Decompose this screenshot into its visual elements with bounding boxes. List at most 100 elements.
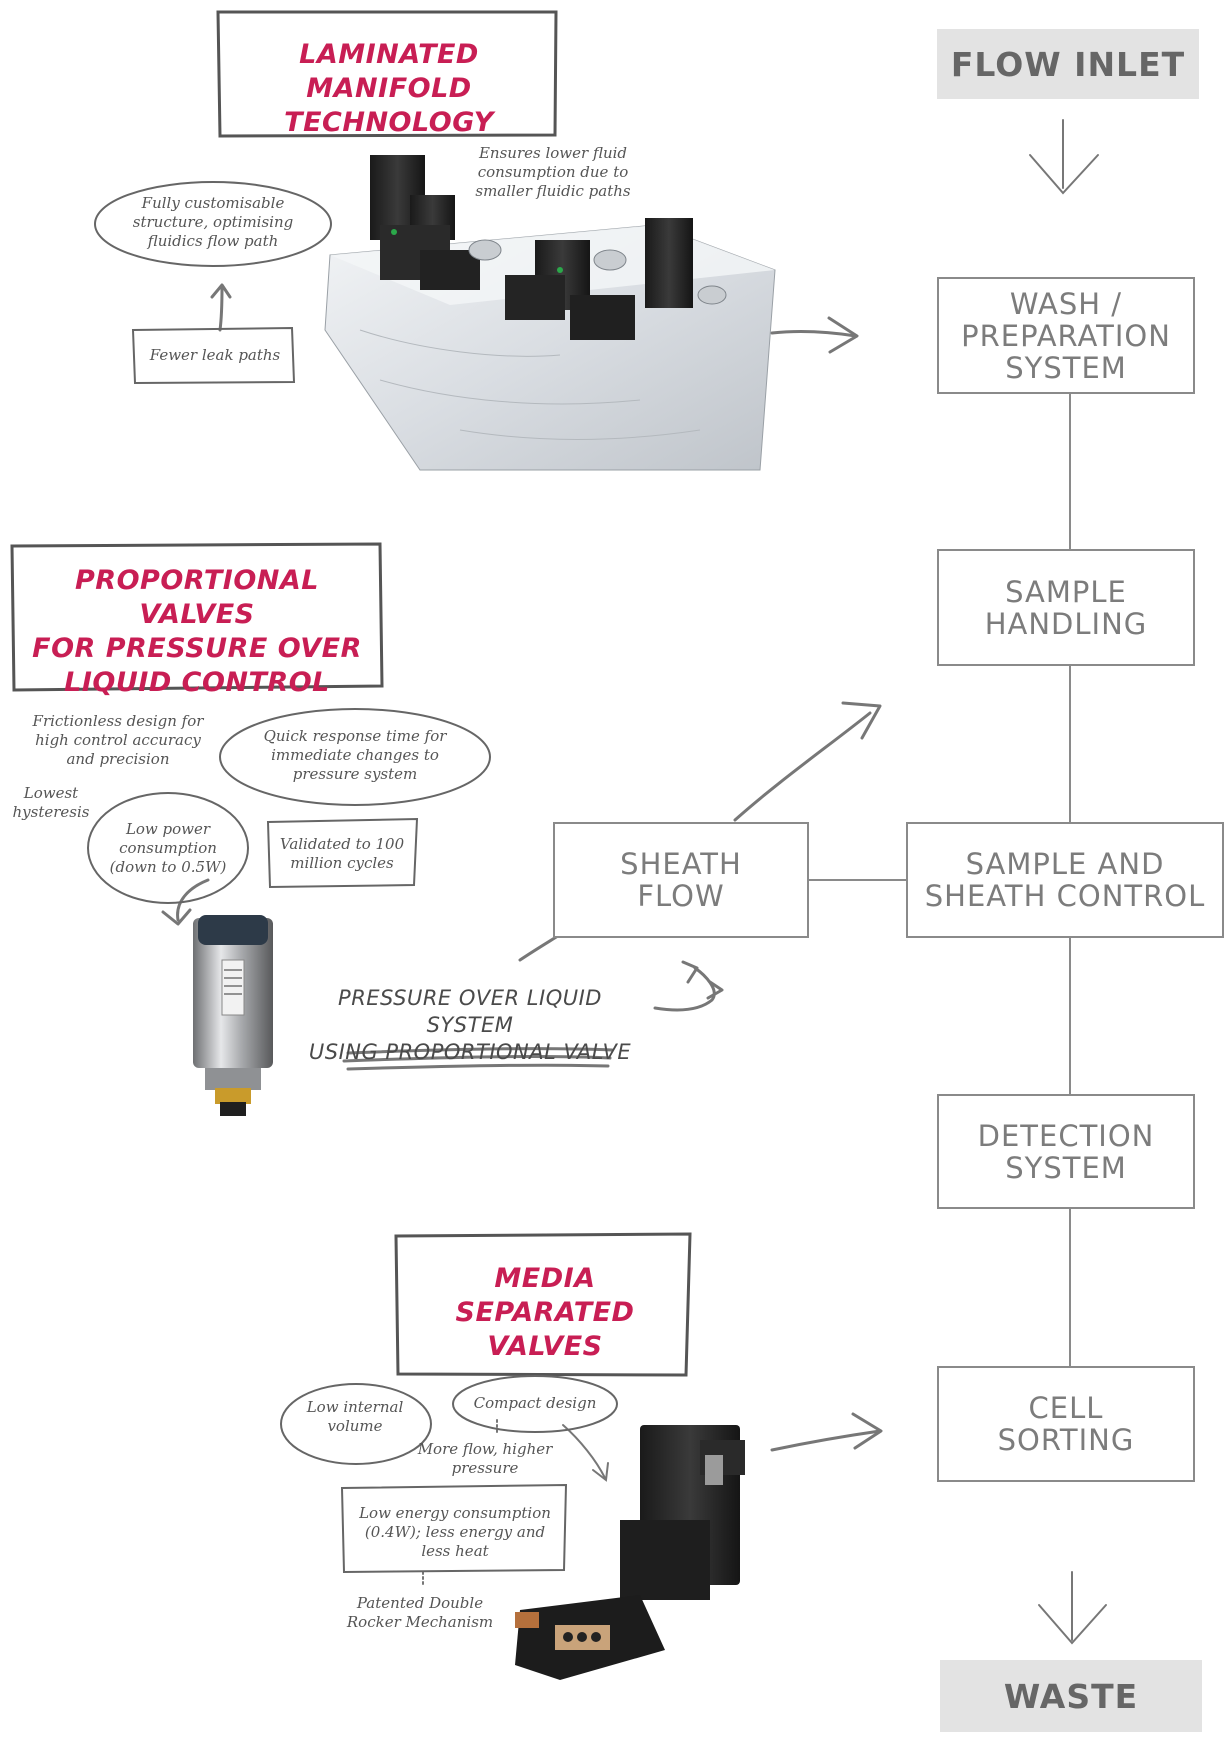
proportional-note-power: Low power consumption (down to 0.5W) — [100, 820, 236, 877]
manifold-note-fluid: Ensures lower fluid consumption due to s… — [463, 144, 643, 201]
note-line: less heat — [421, 1542, 489, 1560]
cell-sorting-line-1: CELL — [1028, 1391, 1104, 1425]
note-line: volume — [327, 1417, 383, 1435]
note-line: fluidics flow path — [147, 232, 279, 250]
note-line: Compact design — [473, 1394, 597, 1412]
media-title-line-1: MEDIA SEPARATED — [455, 1263, 635, 1328]
note-line: pressure system — [292, 765, 418, 783]
media-separated-valve-image — [515, 1425, 745, 1680]
note-line: hysteresis — [12, 803, 90, 821]
waste-terminal: WASTE — [940, 1660, 1202, 1732]
note-rect — [340, 1483, 568, 1574]
note-line: Patented Double — [356, 1594, 484, 1612]
sample-handling-line-2: HANDLING — [984, 606, 1148, 641]
curved-arrow-icon — [161, 878, 210, 926]
note-line: Rocker Mechanism — [346, 1613, 494, 1631]
note-line: Lowest — [23, 784, 79, 802]
note-oval — [94, 181, 332, 267]
note-line: million cycles — [290, 854, 394, 872]
manifold-note-leak: Fewer leak paths — [136, 346, 294, 365]
sketch-arrow-icon — [770, 1412, 883, 1452]
proportional-title-line-3: LIQUID CONTROL — [64, 667, 330, 698]
cell-sorting-line-2: SORTING — [997, 1423, 1135, 1457]
note-rect — [131, 326, 296, 385]
flow-inlet-terminal: FLOW INLET — [937, 29, 1199, 99]
manifold-title-line-2: TECHNOLOGY — [284, 107, 494, 138]
note-line: structure, optimising — [132, 213, 294, 231]
caption-line-2: USING PROPORTIONAL VALVE — [308, 1040, 632, 1064]
proportional-note-hysteresis: Lowest hysteresis — [6, 784, 96, 822]
note-line: (down to 0.5W) — [109, 858, 227, 876]
note-oval — [219, 708, 491, 806]
title-frame — [10, 542, 384, 692]
detection-system-box: DETECTION SYSTEM — [937, 1094, 1195, 1209]
sample-sheath-control-box: SAMPLE AND SHEATH CONTROL — [906, 822, 1224, 938]
note-line: Fewer leak paths — [149, 346, 281, 364]
waste-label: WASTE — [1003, 1676, 1139, 1716]
note-line: Fully customisable — [141, 194, 285, 212]
note-line: More flow, higher — [417, 1440, 553, 1458]
note-line: Low power — [125, 820, 211, 838]
manifold-product-image — [324, 155, 776, 471]
media-note-flow: More flow, higher pressure — [405, 1440, 565, 1478]
manifold-title-line-1: LAMINATED MANIFOLD — [299, 39, 479, 104]
proportional-title: PROPORTIONAL VALVES FOR PRESSURE OVER LI… — [16, 564, 378, 700]
note-line: consumption — [119, 839, 217, 857]
proportional-title-line-2: FOR PRESSURE OVER — [32, 633, 362, 664]
note-rect — [266, 817, 419, 889]
media-note-rocker: Patented Double Rocker Mechanism — [340, 1594, 500, 1632]
note-line: consumption due to — [477, 163, 629, 181]
down-arrow-icon — [1038, 1571, 1107, 1645]
media-note-compact: Compact design — [460, 1394, 610, 1413]
underline-strokes — [342, 1047, 614, 1071]
proportional-note-quick: Quick response time for immediate change… — [245, 727, 465, 784]
note-line: Ensures lower fluid — [478, 144, 628, 162]
proportional-title-line-1: PROPORTIONAL VALVES — [75, 565, 319, 630]
note-line: Validated to 100 — [279, 835, 405, 853]
note-line: high control accuracy — [35, 731, 201, 749]
note-line: smaller fluidic paths — [475, 182, 631, 200]
wash-line-3: SYSTEM — [1005, 350, 1127, 385]
detection-line-2: SYSTEM — [1005, 1150, 1127, 1185]
sheath-flow-line-1: SHEATH — [620, 847, 742, 881]
note-line: Frictionless design for — [32, 712, 204, 730]
pressure-system-caption: PRESSURE OVER LIQUID SYSTEM USING PROPOR… — [300, 985, 640, 1066]
wash-line-1: WASH / — [1009, 286, 1123, 321]
proportional-note-validated: Validated to 100 million cycles — [272, 835, 412, 873]
wash-line-2: PREPARATION — [961, 318, 1171, 353]
proportional-note-frictionless: Frictionless design for high control acc… — [18, 712, 218, 769]
title-frame — [216, 10, 558, 138]
note-line: (0.4W); less energy and — [364, 1523, 546, 1541]
control-line-2: SHEATH CONTROL — [924, 879, 1206, 913]
flow-inlet-label: FLOW INLET — [950, 44, 1186, 84]
sample-handling-line-1: SAMPLE — [1005, 574, 1127, 609]
media-title: MEDIA SEPARATED VALVES — [400, 1262, 690, 1364]
note-line: Low internal — [306, 1398, 404, 1416]
sheath-flow-line-2: FLOW — [637, 879, 725, 913]
control-line-1: SAMPLE AND — [965, 847, 1165, 881]
media-title-line-2: VALVES — [487, 1331, 603, 1362]
note-line: and precision — [66, 750, 170, 768]
up-arrow-icon — [210, 283, 232, 332]
title-frame — [394, 1232, 692, 1377]
media-note-energy: Low energy consumption (0.4W); less ener… — [346, 1504, 564, 1561]
note-line: pressure — [451, 1459, 519, 1477]
note-line: Low energy consumption — [359, 1504, 551, 1522]
note-oval — [87, 792, 249, 904]
sheath-flow-box: SHEATH FLOW — [553, 822, 809, 938]
sample-handling-box: SAMPLE HANDLING — [937, 549, 1195, 666]
down-arrow-icon — [1029, 119, 1099, 195]
manifold-title: LAMINATED MANIFOLD TECHNOLOGY — [222, 38, 556, 140]
cell-sorting-box: CELL SORTING — [937, 1366, 1195, 1482]
curved-arrow-icon — [653, 960, 724, 1012]
sketch-arrow-icon — [770, 316, 859, 354]
manifold-note-custom: Fully customisable structure, optimising… — [118, 194, 308, 251]
note-oval — [280, 1383, 432, 1465]
wash-preparation-box: WASH / PREPARATION SYSTEM — [937, 277, 1195, 394]
media-note-internal: Low internal volume — [290, 1398, 420, 1436]
caption-line-1: PRESSURE OVER LIQUID SYSTEM — [338, 986, 602, 1037]
detection-line-1: DETECTION — [977, 1118, 1155, 1153]
note-line: Quick response time for — [263, 727, 447, 745]
sketch-arrow-icon — [733, 701, 882, 822]
